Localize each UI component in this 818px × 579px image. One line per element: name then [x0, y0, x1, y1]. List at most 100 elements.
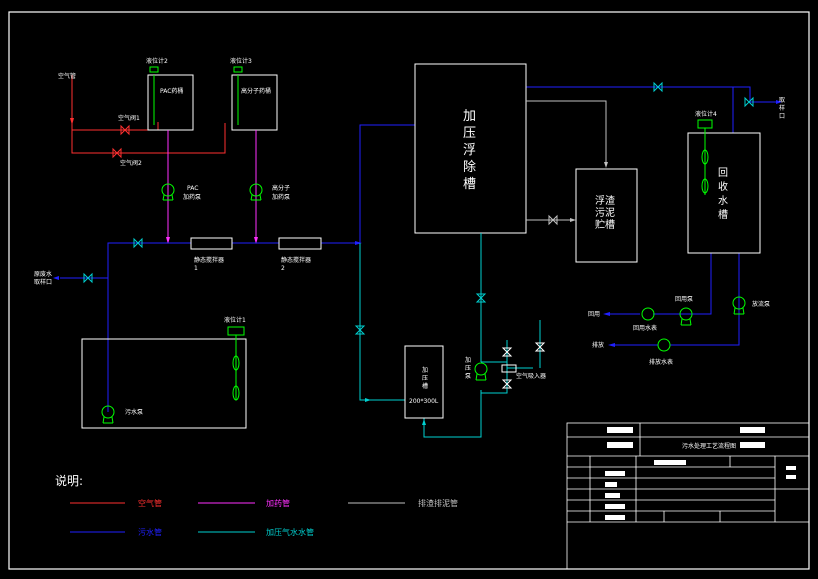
pressurized-pipes: [359, 233, 541, 438]
title-block-name: 污水处理工艺流程图: [682, 442, 736, 450]
sample-valve[interactable]: [744, 96, 754, 108]
legend-label-dosing: 加药管: [266, 498, 290, 508]
air-pipes: [71, 75, 226, 154]
title-field-4: [740, 442, 765, 448]
title-field-12: [786, 475, 796, 479]
title-field-2: [607, 442, 633, 448]
level-meter-2-label: 液位计2: [146, 57, 168, 65]
static-mixer-1: [190, 237, 233, 250]
sample-port-arrow: [776, 100, 782, 104]
reuse-arrow: [603, 312, 610, 316]
recycle-tank-label: 回收水槽: [718, 167, 728, 221]
polymer-pump-label: 高分子加药泵: [272, 184, 290, 201]
reuse-meter-icon: [641, 307, 655, 321]
legend-label-pressurized: 加压气水水管: [266, 527, 314, 537]
polymer-dosing-arrow: [254, 237, 258, 244]
pressure-tank-size: 200*300L: [409, 398, 439, 405]
pac-tank-label: PAC药桶: [160, 87, 183, 95]
reuse-pump-label: 回用泵: [675, 296, 693, 303]
dosing-pipes: [167, 130, 257, 242]
discharge-meter-label: 排放水表: [649, 358, 673, 366]
level-meter-4-float-bottom: [701, 178, 709, 194]
sludge-arrow-1: [604, 162, 608, 168]
recycle-water-tank: [687, 132, 761, 254]
sample-port-label: 取样口: [779, 97, 785, 120]
injector-valve-top[interactable]: [501, 347, 513, 357]
daf-tank: [414, 63, 527, 234]
cyan-valve-left[interactable]: [354, 325, 366, 335]
level-meter-4-label: 液位计4: [695, 110, 717, 118]
air-injector-icon: [501, 364, 517, 373]
level-meter-1-label: 液位计1: [224, 316, 246, 324]
raw-water-sample-label: 原废水取样口: [34, 270, 52, 286]
sewage-valve[interactable]: [133, 237, 143, 249]
sludge-valve[interactable]: [548, 214, 558, 226]
air-inlet-valve[interactable]: [534, 342, 546, 352]
recycle-valve[interactable]: [653, 81, 663, 93]
mixer-out-arrow: [355, 241, 362, 245]
sludge-arrow-2: [570, 218, 576, 222]
cyan-valve-daf[interactable]: [475, 293, 487, 303]
reuse-meter-label: 回用水表: [633, 324, 657, 332]
air-pipe-inlet-label: 空气管: [58, 72, 76, 80]
pressure-in-arrow: [365, 398, 371, 402]
sewage-pump-icon[interactable]: [101, 405, 115, 424]
legend-label-sewage: 污水管: [138, 527, 162, 537]
level-meter-4-box: [697, 119, 713, 129]
title-field-5: [654, 460, 686, 465]
air-valve-1[interactable]: [120, 124, 130, 136]
pressure-tank: [404, 345, 444, 419]
daf-tank-label: 加压浮除槽: [463, 109, 476, 192]
reuse-pump-icon[interactable]: [679, 307, 693, 326]
air-arrow: [70, 118, 74, 125]
legend-label-air: 空气管: [138, 498, 162, 508]
air-valve-2-label: 空气阀2: [120, 159, 142, 167]
pressure-tank-in-arrow: [422, 419, 426, 425]
injector-valve-bottom[interactable]: [501, 379, 513, 389]
level-meter-1-float-top: [232, 355, 240, 371]
discharge-label: 排放: [592, 341, 604, 349]
pressure-pump-icon[interactable]: [474, 362, 488, 381]
level-meter-4-float-top: [701, 149, 709, 165]
level-meter-1-box: [227, 326, 245, 336]
polymer-pump-icon[interactable]: [249, 183, 263, 201]
pressure-tank-label: 加压槽: [422, 366, 428, 390]
drawing-border: [8, 11, 810, 570]
title-field-6: [605, 471, 625, 476]
level-meter-3-label: 液位计3: [230, 57, 252, 65]
title-field-7: [605, 482, 617, 487]
title-field-1: [607, 427, 633, 433]
discharge-pump-icon[interactable]: [732, 296, 746, 315]
title-field-8: [605, 493, 620, 498]
pac-pump-icon[interactable]: [161, 183, 175, 201]
pressure-pump-label: 加压泵: [465, 356, 471, 380]
legend: 空气管 加药管 排渣排泥管 污水管 加压气水水管: [70, 498, 458, 537]
level-meter-3-box: [233, 66, 243, 73]
level-meter-1-float-bottom: [232, 385, 240, 401]
raw-sample-arrow: [53, 276, 59, 280]
scum-tank-label: 浮渣污泥贮槽: [595, 194, 615, 231]
air-valve-1-label: 空气阀1: [118, 114, 140, 122]
polymer-tank: [231, 74, 278, 131]
discharge-pump-label: 放流泵: [752, 300, 770, 308]
sewage-pipes: [60, 86, 776, 412]
raw-sewage-tank: [81, 338, 247, 429]
reuse-label: 回用: [588, 311, 600, 318]
title-field-3: [740, 427, 765, 433]
air-valve-2[interactable]: [112, 147, 122, 159]
legend-title: 说明:: [55, 473, 83, 488]
air-injector-label: 空气吸入器: [516, 372, 546, 380]
title-field-11: [786, 466, 796, 470]
raw-sample-valve[interactable]: [83, 272, 93, 284]
sludge-pipes: [526, 100, 607, 221]
title-block: [566, 422, 810, 570]
pac-tank: [147, 74, 194, 131]
legend-label-sludge: 排渣排泥管: [418, 498, 458, 508]
level-meter-2-box: [149, 66, 159, 73]
polymer-tank-label: 高分子药桶: [241, 87, 271, 95]
sewage-pump-label: 污水泵: [125, 408, 143, 416]
